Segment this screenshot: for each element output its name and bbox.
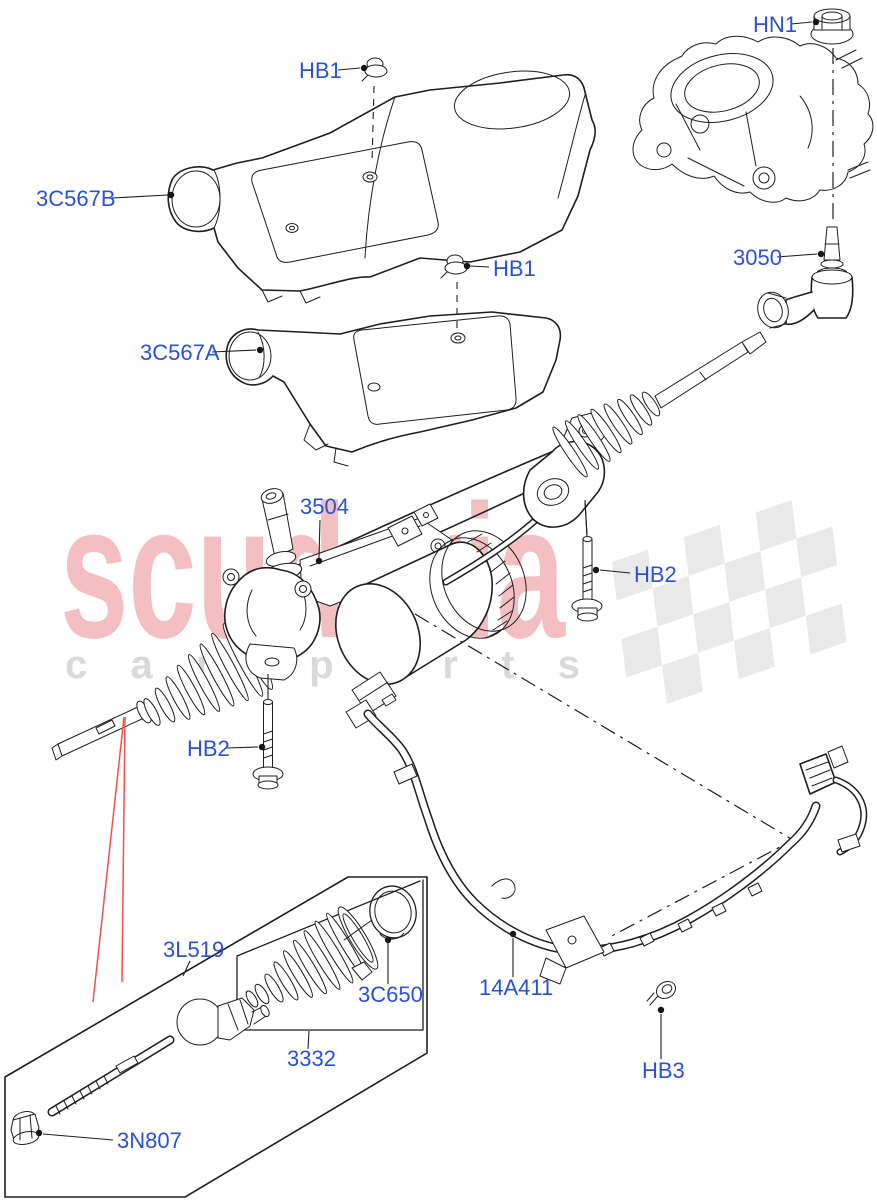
part-label-group-3050: 3050 <box>733 245 825 270</box>
red-pointer-lines <box>92 716 126 1003</box>
checkered-flag-watermark <box>612 500 847 704</box>
housing-mount-foot <box>245 643 298 681</box>
steering-gear-housing <box>222 488 453 681</box>
part-labels: 3C567B HB1 HN1 HB1 3C567A 3504 HB2 HB2 <box>35 12 825 1153</box>
heat-shield-lower-3C567A <box>225 311 562 467</box>
part-label-group-3N807: 3N807 <box>35 1128 182 1153</box>
part-label-group-3C650: 3C650 <box>358 936 423 1007</box>
heat-shield-upper-3C567B <box>167 70 596 304</box>
part-label-group-3C567B: 3C567B <box>36 186 175 211</box>
part-label-3332[interactable]: 3332 <box>287 1046 336 1071</box>
inset-kit-box <box>4 876 428 1198</box>
part-label-group-3C567A: 3C567A <box>140 340 264 365</box>
epas-motor-unit <box>334 462 592 686</box>
part-label-group-3332: 3332 <box>287 1030 336 1071</box>
part-label-HB2-right[interactable]: HB2 <box>634 562 677 587</box>
part-label-group-3L519: 3L519 <box>163 937 224 977</box>
part-label-HB3[interactable]: HB3 <box>642 1058 685 1083</box>
rack-boot-right <box>552 391 661 478</box>
rack-left-end <box>51 705 145 761</box>
part-label-group-3504: 3504 <box>300 494 349 565</box>
part-label-HB2-left[interactable]: HB2 <box>187 736 230 761</box>
part-label-HN1[interactable]: HN1 <box>753 12 797 37</box>
gear-boot-kit-3332 <box>245 906 379 1008</box>
part-label-3050[interactable]: 3050 <box>733 245 782 270</box>
part-label-group-HN1: HN1 <box>753 12 820 37</box>
hn1-nut <box>810 8 854 222</box>
part-label-3504[interactable]: 3504 <box>300 494 349 519</box>
part-label-HB1-upper[interactable]: HB1 <box>299 58 342 83</box>
part-label-group-HB2-left: HB2 <box>187 736 266 761</box>
part-label-3C567B[interactable]: 3C567B <box>36 186 116 211</box>
motor-connector <box>387 515 423 547</box>
part-label-3N807[interactable]: 3N807 <box>117 1128 182 1153</box>
part-label-group-HB1-upper: HB1 <box>299 58 368 83</box>
hb1-screw-lower <box>440 254 468 330</box>
part-label-group-HB1-lower: HB1 <box>463 256 536 281</box>
steering-knuckle <box>632 35 874 203</box>
inner-tie-rod-3L519 <box>47 997 270 1117</box>
wiring-harness-14A411 <box>345 671 868 985</box>
hb2-bolt-right <box>571 499 603 622</box>
part-label-HB1-lower[interactable]: HB1 <box>493 256 536 281</box>
lock-nut-3N807 <box>10 1111 40 1145</box>
boot-clamp-3C650 <box>343 885 417 941</box>
hb1-screw-upper <box>361 57 388 165</box>
watermark-tagline-text: car parts <box>65 643 580 687</box>
part-label-group-HB2-right: HB2 <box>592 562 677 587</box>
hb3-screw <box>646 980 677 1006</box>
tie-rod-shaft-right <box>654 331 767 409</box>
part-label-group-HB3: HB3 <box>642 1006 685 1083</box>
harness-bracket <box>545 915 605 969</box>
part-label-3C567A[interactable]: 3C567A <box>140 340 220 365</box>
part-label-3C650[interactable]: 3C650 <box>358 982 423 1007</box>
part-label-3L519[interactable]: 3L519 <box>163 937 224 962</box>
part-label-14A411[interactable]: 14A411 <box>479 975 553 1000</box>
part-label-group-14A411: 14A411 <box>479 930 553 1000</box>
tie-rod-end-3050 <box>757 226 854 329</box>
